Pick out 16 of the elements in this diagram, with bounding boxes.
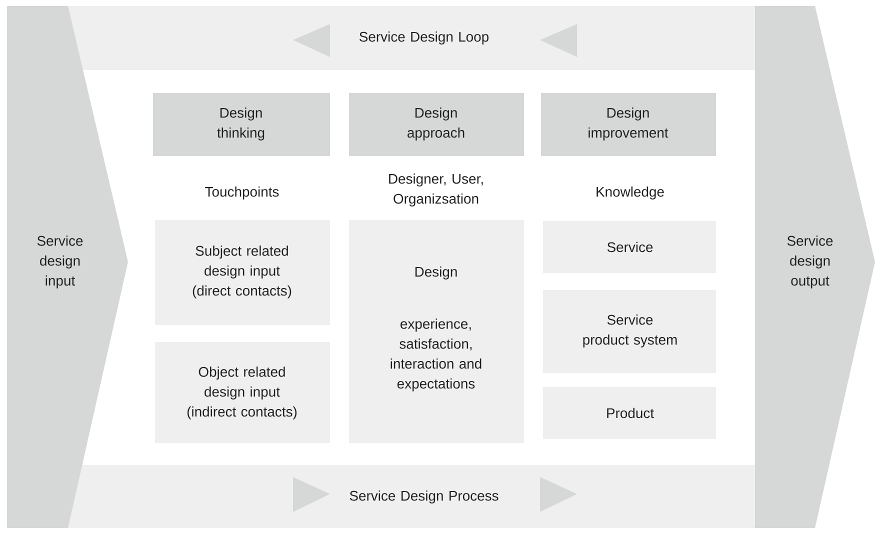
header-box: Design improvement [541, 93, 716, 156]
content-box: Service [543, 221, 716, 273]
loop-band: Service Design Loop [68, 6, 755, 70]
content-box: Design experience, satisfaction, interaction and expectations [349, 220, 524, 443]
content-box: Object related design input (indirect contacts) [155, 342, 330, 443]
side-panel: Service design input [7, 6, 128, 528]
process-band: Service Design Process [68, 465, 755, 528]
content-box: Service product system [543, 290, 716, 373]
side-panel: Service design output [755, 6, 875, 528]
content-box: Product [543, 387, 716, 439]
column-label: Knowledge [596, 186, 664, 200]
header-box: Design approach [349, 93, 524, 156]
column-label: Designer, User, Organizsation [389, 174, 483, 206]
content-box: Subject related design input (direct contacts) [155, 220, 330, 325]
header-box: Design thinking [153, 93, 330, 156]
column-label: Touchpoints [205, 186, 279, 200]
